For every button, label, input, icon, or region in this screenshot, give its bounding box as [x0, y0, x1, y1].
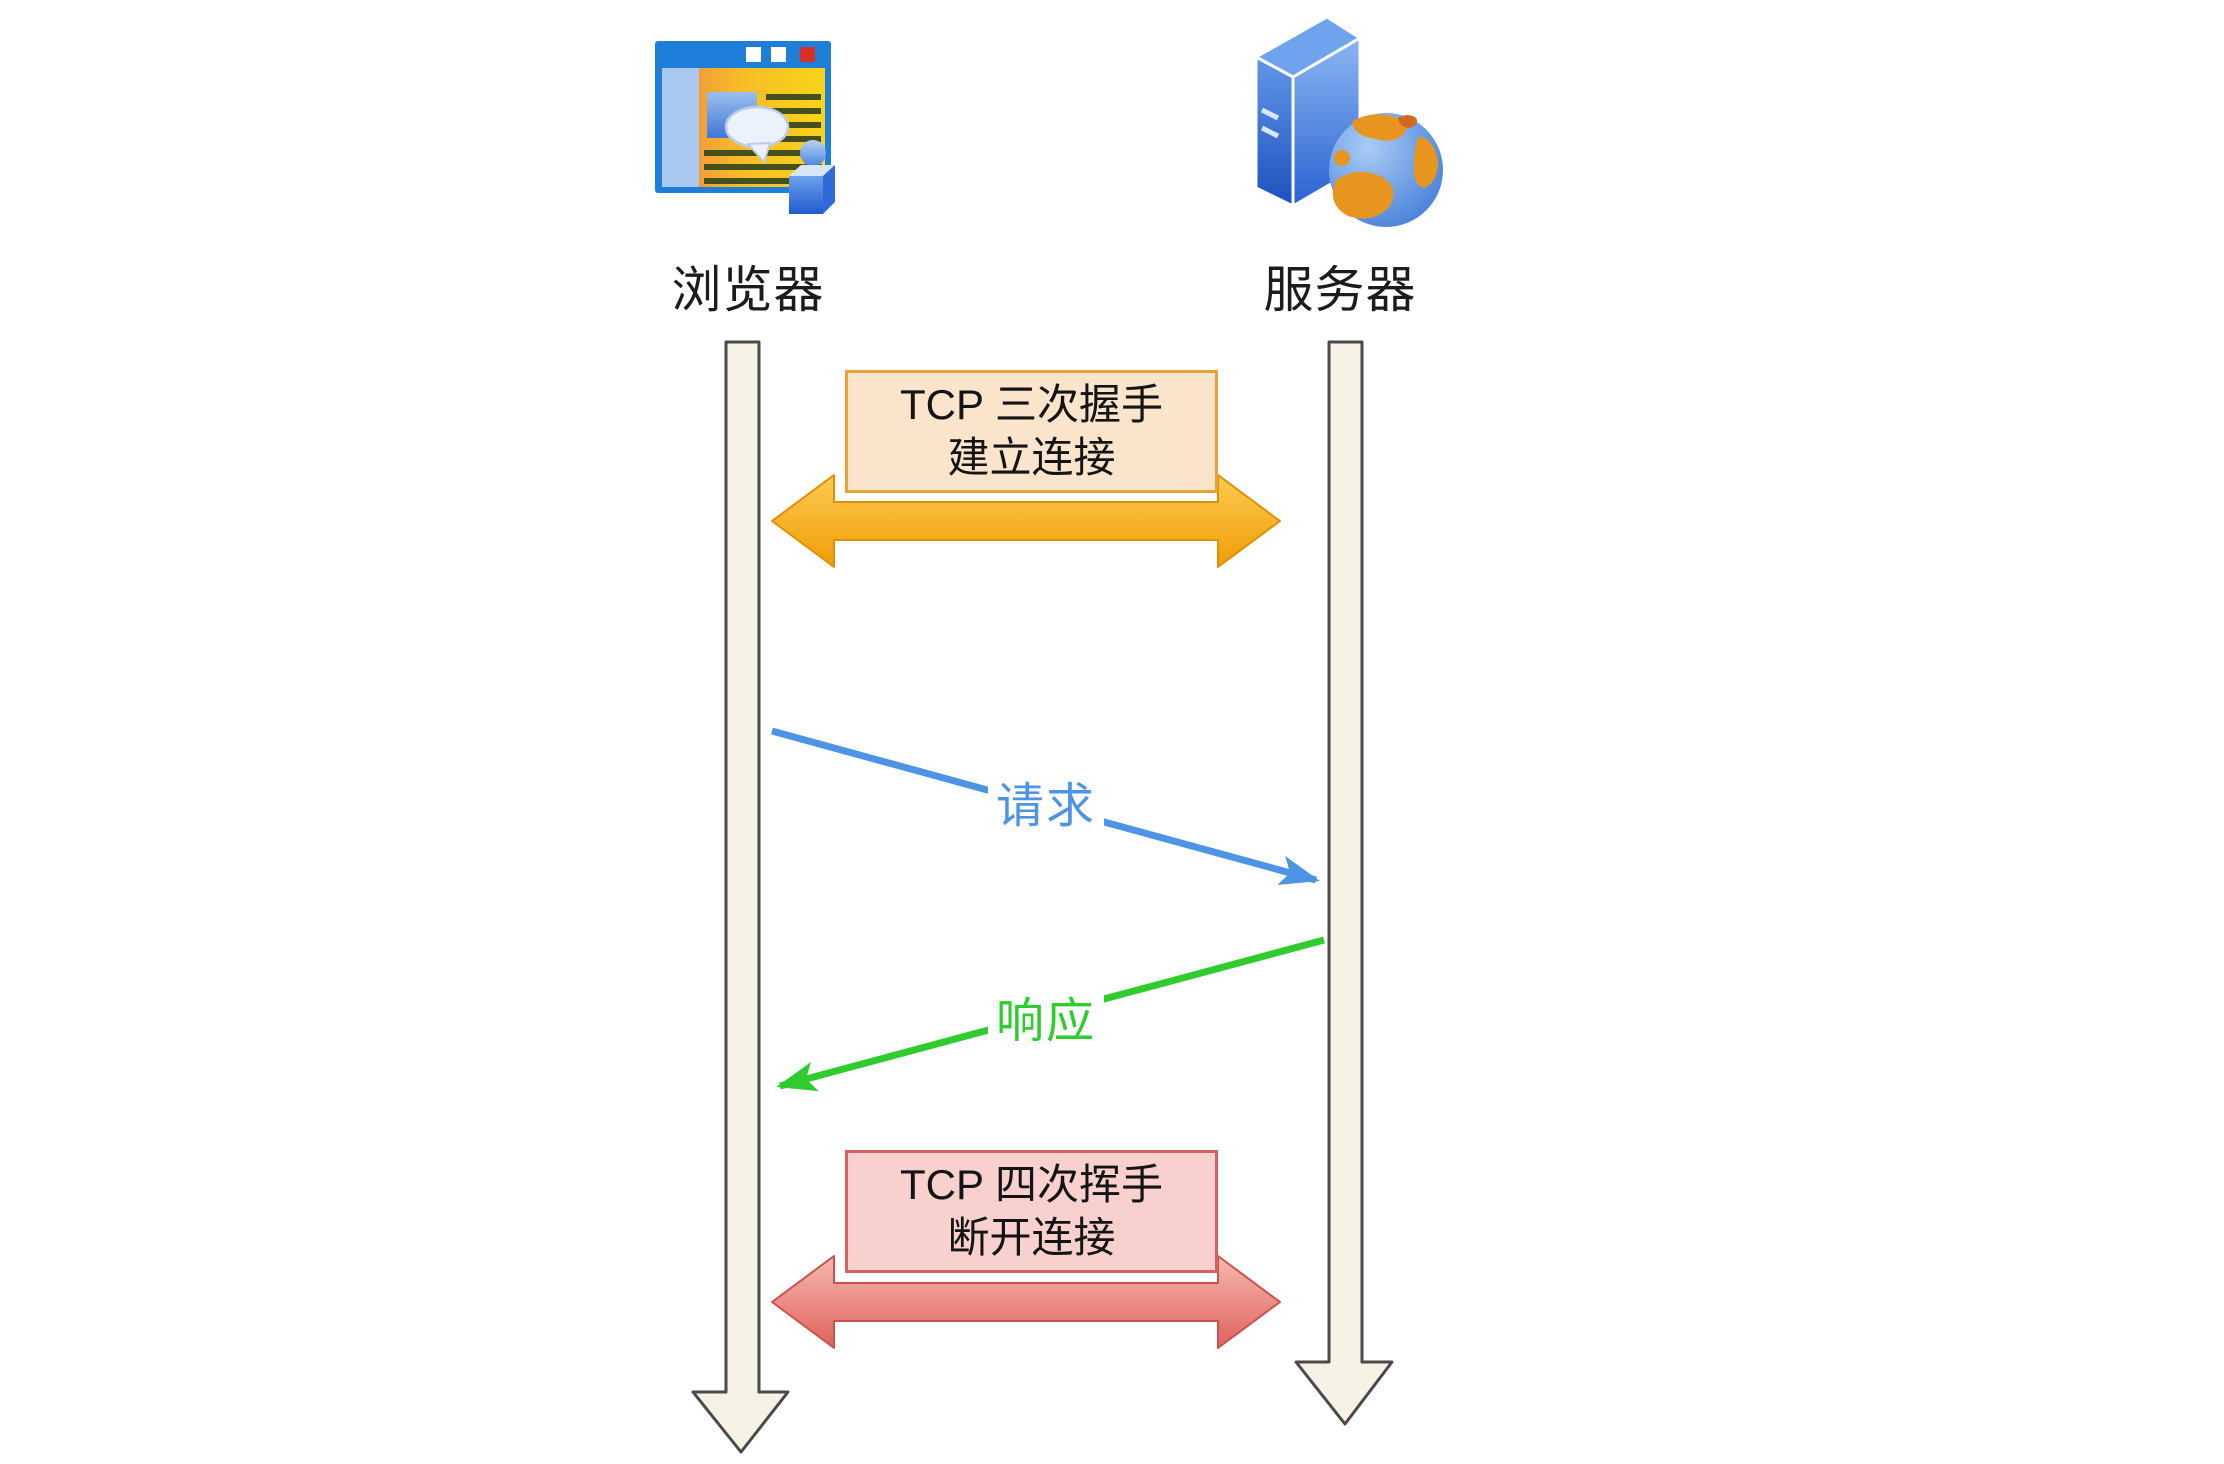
- teardown-line2: 断开连接: [947, 1213, 1116, 1261]
- teardown-phase-box: TCP 四次挥手 断开连接: [845, 1150, 1218, 1273]
- handshake-double-arrow: [771, 474, 1281, 568]
- teardown-line1: TCP 四次挥手: [900, 1161, 1163, 1208]
- teardown-double-arrow: [771, 1255, 1281, 1349]
- server-label: 服务器: [1263, 262, 1417, 318]
- handshake-line1: TCP 三次握手: [900, 381, 1163, 428]
- handshake-phase-box: TCP 三次握手 建立连接: [845, 370, 1218, 493]
- browser-lifeline: [691, 340, 790, 1454]
- browser-icon: [655, 41, 835, 214]
- response-label: 响应: [987, 994, 1105, 1050]
- server-lifeline: [1294, 340, 1394, 1426]
- server-icon: [1254, 15, 1443, 227]
- handshake-line2: 建立连接: [947, 433, 1116, 481]
- request-label: 请求: [987, 779, 1105, 835]
- browser-label: 浏览器: [671, 262, 825, 318]
